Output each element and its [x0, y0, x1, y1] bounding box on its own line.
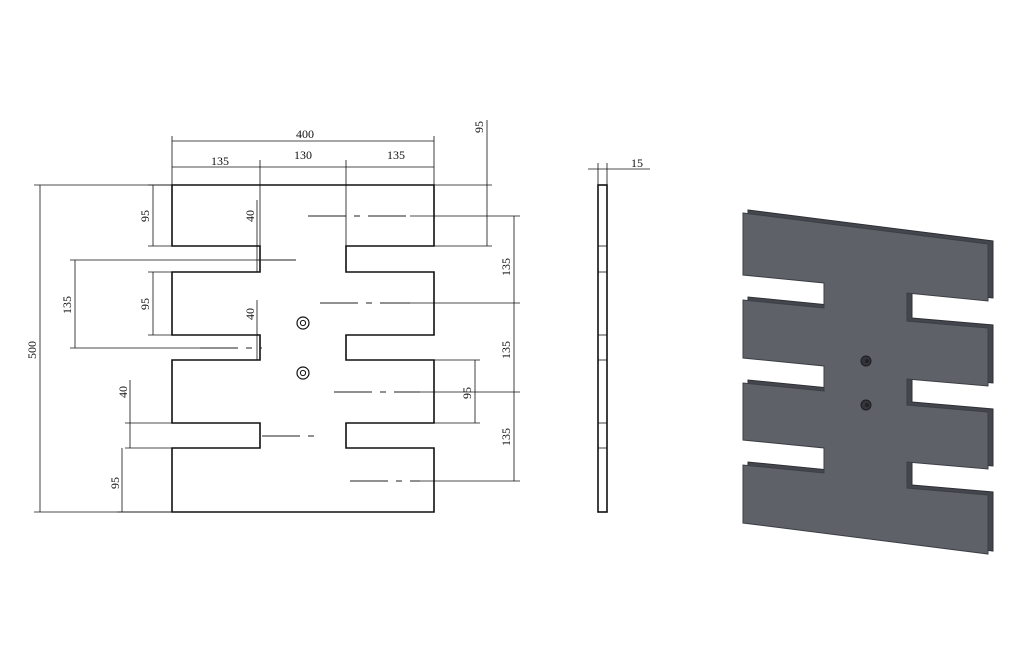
dim-right-pitch-3: 135: [499, 428, 513, 446]
mounting-hole-bottom: [296, 366, 310, 380]
iso-hole-top-inner: [865, 359, 869, 363]
mounting-hole-top: [296, 316, 310, 330]
dim-left-slot-3: 40: [116, 386, 130, 398]
dim-center-width: 130: [294, 148, 312, 162]
dim-left-mid-tab: 95: [138, 298, 152, 310]
dim-left-pitch: 135: [60, 296, 74, 314]
dim-left-top-tab: 95: [138, 210, 152, 222]
dim-overall-width: 400: [296, 127, 314, 141]
dim-right-pitch-1: 135: [499, 258, 513, 276]
side-view-outline: [597, 184, 608, 513]
dim-right-tab-3: 95: [460, 387, 474, 399]
mounting-hole-bottom-inner: [299, 369, 307, 377]
dim-left-slot-2: 40: [243, 308, 257, 320]
front-view: 400 135 130 135 95 500 95 40 135: [25, 120, 520, 513]
dim-left-bottom-tab: 95: [108, 477, 122, 489]
dim-right-tab-width: 135: [387, 148, 405, 162]
side-view: 15: [588, 156, 650, 513]
dim-right-pitch-2: 135: [499, 341, 513, 359]
dim-thickness: 15: [631, 156, 643, 170]
dim-left-tab-width: 135: [211, 154, 229, 168]
mounting-hole-top-inner: [299, 319, 307, 327]
dim-overall-height: 500: [25, 341, 39, 359]
iso-hole-bottom-inner: [865, 403, 869, 407]
dim-right-top-tab: 95: [472, 121, 486, 133]
iso-plate-face: [742, 212, 989, 555]
front-view-outline: [171, 184, 435, 513]
dim-left-slot-1: 40: [243, 210, 257, 222]
isometric-view: [742, 209, 994, 555]
